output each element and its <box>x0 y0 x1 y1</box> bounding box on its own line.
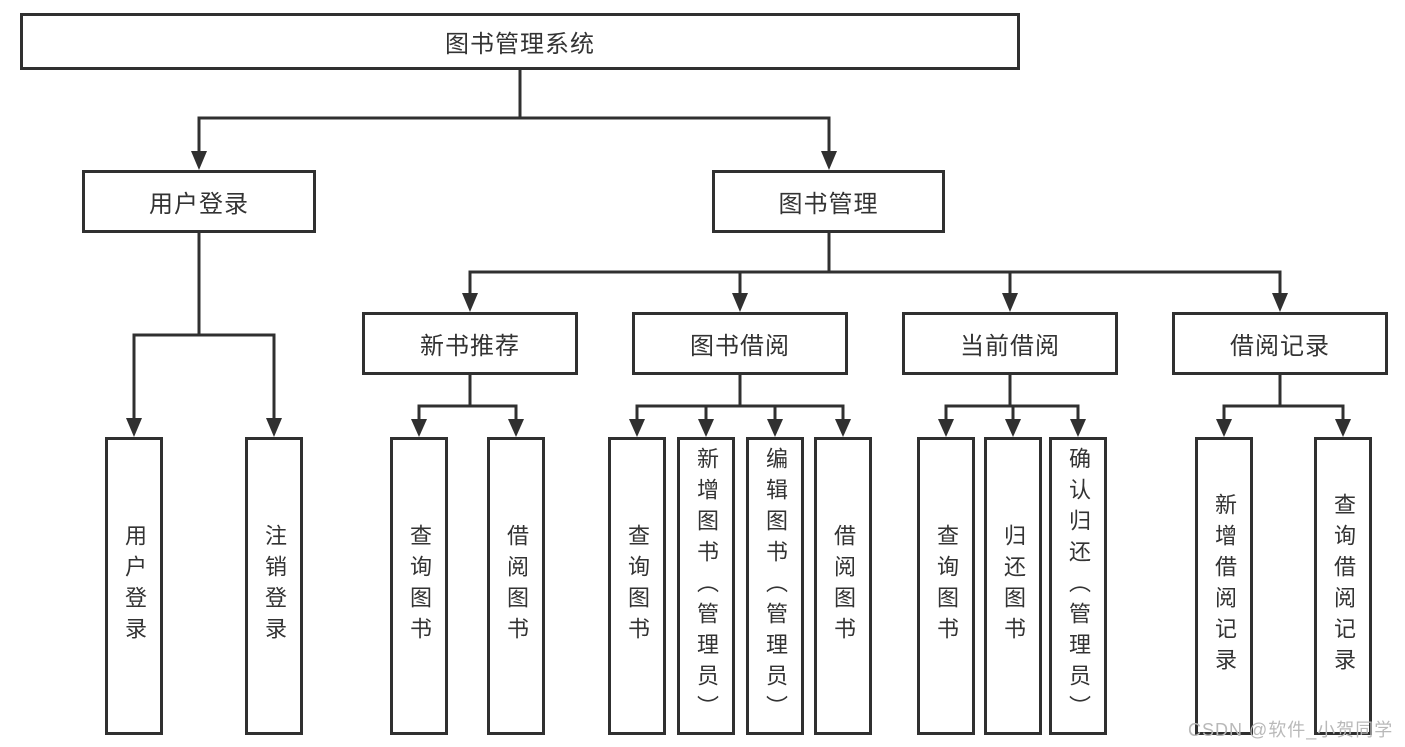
node-leaf-bb-borrow-books: 借阅图书 <box>814 437 872 735</box>
watermark: CSDN @软件_小贺同学 <box>1188 720 1394 740</box>
node-leaf-br-add-record: 新增借阅记录 <box>1195 437 1253 735</box>
node-leaf-nb-query-books: 查询图书 <box>390 437 448 735</box>
node-leaf-cb-return-books: 归还图书 <box>984 437 1042 735</box>
node-new-book-recommend: 新书推荐 <box>362 312 578 375</box>
node-leaf-bb-query-books: 查询图书 <box>608 437 666 735</box>
node-leaf-cb-query-books: 查询图书 <box>917 437 975 735</box>
node-leaf-bb-add-books-admin: 新增图书（管理员） <box>677 437 735 735</box>
node-book-management: 图书管理 <box>712 170 945 233</box>
node-leaf-user-login: 用户登录 <box>105 437 163 735</box>
node-current-borrowing: 当前借阅 <box>902 312 1118 375</box>
node-leaf-br-query-record: 查询借阅记录 <box>1314 437 1372 735</box>
node-leaf-cb-confirm-return-admin: 确认归还（管理员） <box>1049 437 1107 735</box>
node-book-borrowing: 图书借阅 <box>632 312 848 375</box>
node-borrowing-records: 借阅记录 <box>1172 312 1388 375</box>
node-library-system: 图书管理系统 <box>20 13 1020 70</box>
node-leaf-nb-borrow-books: 借阅图书 <box>487 437 545 735</box>
node-leaf-bb-edit-books-admin: 编辑图书（管理员） <box>746 437 804 735</box>
node-leaf-logout: 注销登录 <box>245 437 303 735</box>
node-user-login: 用户登录 <box>82 170 316 233</box>
